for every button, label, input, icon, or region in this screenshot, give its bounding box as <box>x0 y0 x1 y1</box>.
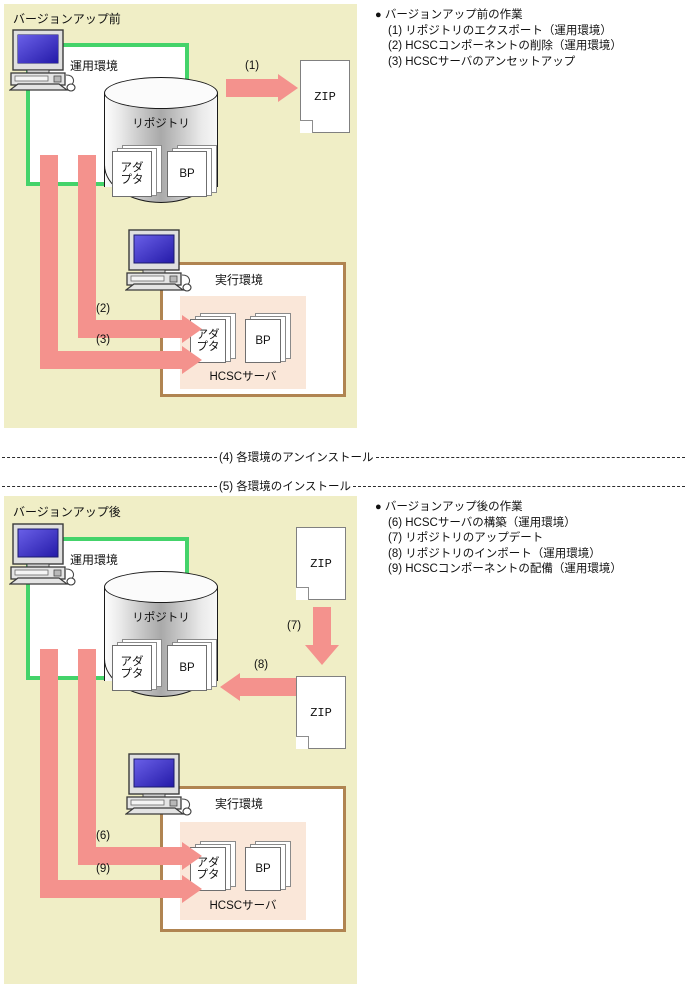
after-zip-bottom-fold-corner <box>296 736 309 749</box>
before-legend-heading-text: バージョンアップ前の作業 <box>384 9 523 21</box>
before-bp-stack: BP <box>167 145 219 197</box>
after-legend-heading: ● バージョンアップ後の作業 <box>375 500 622 516</box>
after-operating-env-computer-icon <box>8 522 81 586</box>
before-operating-env-label: 運用環境 <box>70 59 119 73</box>
after-zip-document-top: ZIP <box>296 527 346 600</box>
before-step-2-label: (2) <box>96 303 111 315</box>
before-step-1-label: (1) <box>245 60 260 72</box>
separator-install: (5) 各環境のインストール <box>2 478 685 494</box>
before-exec-env-label: 実行環境 <box>215 273 264 287</box>
after-legend-item-2: (7) リポジトリのアップデート <box>388 532 544 544</box>
before-step2-arrow-vertical <box>78 155 96 330</box>
before-legend-item-1: (1) リポジトリのエクスポート（運用環境） <box>388 24 612 37</box>
after-step9-arrow-vertical <box>40 649 58 890</box>
before-zip-document: ZIP <box>300 60 350 133</box>
after-step9-arrow-horizontal <box>40 880 184 898</box>
after-step7-arrow-head <box>305 645 339 665</box>
separator-install-text: (5) 各環境のインストール <box>219 481 352 493</box>
before-bp-label: BP <box>179 167 195 180</box>
before-export-arrow-head <box>278 74 298 102</box>
after-exec-bp-label: BP <box>255 862 271 875</box>
before-zip-label: ZIP <box>314 89 336 104</box>
after-exec-env-label: 実行環境 <box>215 797 264 811</box>
after-legend-heading-text: バージョンアップ後の作業 <box>384 501 523 513</box>
before-adapter-label-line2: プタ <box>120 174 144 186</box>
after-zip-bottom-label: ZIP <box>310 705 332 720</box>
after-step6-arrow-vertical <box>78 649 96 857</box>
before-step2-arrow-head <box>182 315 202 343</box>
after-exec-adapter-label-line2: プタ <box>196 869 220 881</box>
after-exec-adapter-label-line1: アダ <box>196 856 220 869</box>
before-adapter-stack: アダ プタ <box>112 145 164 197</box>
separator-uninstall-text: (4) 各環境のアンインストール <box>219 452 374 464</box>
before-legend-item-2: (2) HCSCコンポーネントの削除（運用環境） <box>388 40 622 52</box>
after-adapter-stack: アダ プタ <box>112 639 164 691</box>
before-exec-bp-label: BP <box>255 334 271 347</box>
after-zip-top-label: ZIP <box>310 556 332 571</box>
after-step-7-label: (7) <box>287 620 302 632</box>
before-exec-env-computer-icon <box>124 228 197 292</box>
before-exec-adapter-label-line1: アダ <box>196 328 220 341</box>
before-legend-heading: ● バージョンアップ前の作業 <box>375 8 622 24</box>
after-zip-top-fold-corner <box>296 587 309 600</box>
before-step3-arrow-head <box>182 346 202 374</box>
after-exec-bp-stack: BP <box>245 841 297 893</box>
after-step6-arrow-head <box>182 842 202 870</box>
before-adapter-label-line1: アダ <box>120 161 144 174</box>
after-bp-stack: BP <box>167 639 219 691</box>
after-legend-bullet: ● <box>375 501 382 513</box>
after-step7-arrow-shaft <box>313 607 331 649</box>
after-upgrade-panel-title: バージョンアップ後 <box>13 505 121 519</box>
after-bp-label: BP <box>179 661 195 674</box>
before-hcsc-server-label: HCSCサーバ <box>209 371 277 383</box>
before-legend-item-3: (3) HCSCサーバのアンセットアップ <box>388 55 576 68</box>
after-repository-label: リポジトリ <box>132 612 190 624</box>
before-upgrade-panel-title: バージョンアップ前 <box>13 12 121 26</box>
before-repository-label: リポジトリ <box>132 118 190 130</box>
after-operating-env-label: 運用環境 <box>70 553 119 567</box>
before-step3-arrow-vertical <box>40 155 58 361</box>
after-legend: ● バージョンアップ後の作業 (6) HCSCサーバの構築（運用環境） (7) … <box>375 500 622 578</box>
before-step2-arrow-horizontal <box>78 320 184 338</box>
before-export-arrow-shaft <box>226 79 280 97</box>
before-legend: ● バージョンアップ前の作業 (1) リポジトリのエクスポート（運用環境） (2… <box>375 8 622 70</box>
after-step-6-label: (6) <box>96 830 111 842</box>
before-exec-bp-stack: BP <box>245 313 297 365</box>
after-step6-arrow-horizontal <box>78 847 184 865</box>
after-exec-env-computer-icon <box>124 752 197 816</box>
after-zip-document-bottom: ZIP <box>296 676 346 749</box>
after-step8-arrow-shaft <box>240 678 296 696</box>
separator-uninstall: (4) 各環境のアンインストール <box>2 449 685 465</box>
before-zip-fold-corner <box>300 120 313 133</box>
before-exec-adapter-label-line2: プタ <box>196 341 220 353</box>
after-legend-item-3: (8) リポジトリのインポート（運用環境） <box>388 547 601 560</box>
before-step3-arrow-horizontal <box>40 351 184 369</box>
before-legend-bullet: ● <box>375 9 382 21</box>
after-legend-item-4: (9) HCSCコンポーネントの配備（運用環境） <box>388 563 622 575</box>
before-operating-env-computer-icon <box>8 28 81 92</box>
after-step9-arrow-head <box>182 875 202 903</box>
after-step-9-label: (9) <box>96 863 111 875</box>
before-step-3-label: (3) <box>96 334 111 346</box>
after-adapter-label-line2: プタ <box>120 668 144 680</box>
after-step-8-label: (8) <box>254 659 269 671</box>
after-step8-arrow-head <box>220 673 240 701</box>
after-hcsc-server-label: HCSCサーバ <box>209 900 277 912</box>
after-legend-item-1: (6) HCSCサーバの構築（運用環境） <box>388 516 576 529</box>
after-adapter-label-line1: アダ <box>120 655 144 668</box>
